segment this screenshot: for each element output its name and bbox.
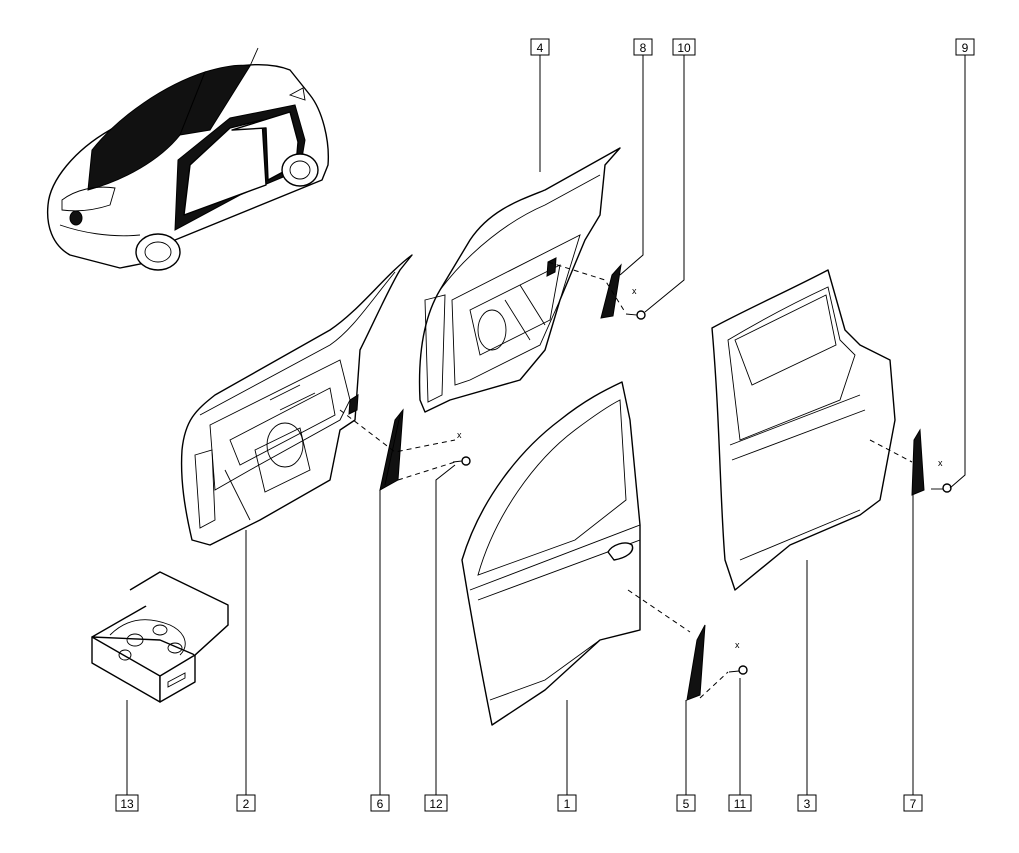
leader-lines: [126, 55, 966, 795]
svg-text:10: 10: [677, 41, 691, 55]
svg-text:5: 5: [683, 797, 690, 811]
svg-text:2: 2: [243, 797, 250, 811]
screw-11: x: [728, 640, 748, 675]
svg-text:11: 11: [734, 797, 747, 811]
callout-3: 3: [797, 794, 817, 812]
svg-text:x: x: [457, 430, 462, 440]
svg-text:x: x: [938, 458, 943, 468]
svg-text:4: 4: [537, 41, 544, 55]
callout-5: 5: [676, 794, 696, 812]
callout-2: 2: [236, 794, 256, 812]
fixings-kit-box: [91, 571, 229, 703]
trim-6: [379, 408, 404, 491]
svg-text:x: x: [632, 286, 637, 296]
assembly-lines: [339, 261, 913, 699]
callout-12: 12: [424, 794, 448, 812]
svg-text:8: 8: [640, 41, 647, 55]
trim-8: [600, 263, 622, 319]
front-door-outer-panel: [461, 381, 641, 726]
svg-text:x: x: [735, 640, 740, 650]
screw-10: x: [625, 286, 646, 320]
rear-door-inner-frame: [418, 147, 621, 413]
svg-text:1: 1: [564, 797, 571, 811]
front-door-inner-frame: [180, 254, 413, 546]
rear-door-outer-panel: [711, 269, 896, 591]
callout-4: 4: [530, 38, 550, 56]
svg-text:7: 7: [910, 797, 917, 811]
callout-13: 13: [115, 794, 139, 812]
svg-text:3: 3: [804, 797, 811, 811]
callout-11: 11: [728, 794, 752, 812]
callout-10: 10: [672, 38, 696, 56]
callout-9: 9: [955, 38, 975, 56]
svg-text:12: 12: [429, 797, 443, 811]
callout-8: 8: [633, 38, 653, 56]
trim-7: [911, 428, 925, 496]
callout-6: 6: [370, 794, 390, 812]
trim-5: [686, 624, 706, 701]
svg-text:13: 13: [120, 797, 134, 811]
screw-9: x: [931, 458, 952, 493]
callout-7: 7: [903, 794, 923, 812]
screw-12: x: [452, 430, 471, 466]
callout-1: 1: [557, 794, 577, 812]
svg-text:9: 9: [962, 41, 969, 55]
car-overview-illustration: [46, 47, 330, 271]
svg-text:6: 6: [377, 797, 384, 811]
